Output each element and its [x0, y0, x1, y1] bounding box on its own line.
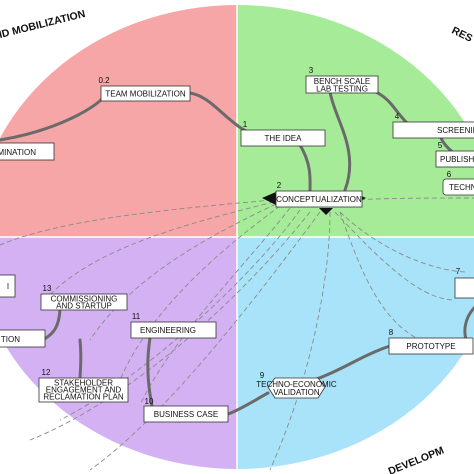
node-number: 12 — [42, 368, 51, 377]
node-team-mobilization[interactable]: TEAM MOBILIZATION 0.2 — [98, 76, 191, 102]
node-label-line1: BENCH SCALE — [314, 77, 370, 86]
node-label: I — [7, 282, 9, 291]
node-label-line3: RECLAMATION PLAN — [43, 393, 124, 402]
node-label: TION — [1, 335, 20, 344]
node-label: SCREENING — [437, 126, 474, 135]
node-label: PUBLISH — [440, 155, 474, 164]
node-business-case[interactable]: BUSINESS CASE 10 — [143, 397, 229, 423]
quadrant-top-left — [0, 5, 237, 237]
quadrant-bottom-left — [0, 237, 237, 469]
node-label-line1: COMMISSIONING — [51, 295, 118, 304]
node-determination[interactable]: MINATION — [0, 142, 55, 161]
node-number: 13 — [43, 284, 52, 293]
node-number: 4 — [395, 112, 400, 121]
node-7[interactable]: 7 — [454, 267, 474, 299]
node-techn[interactable]: TECHN 6 — [442, 170, 474, 196]
node-cutoff-left[interactable]: I — [0, 274, 16, 298]
node-label: PROTOTYPE — [406, 342, 455, 351]
quadrant-title-top-left: ID MOBILIZATION — [0, 8, 87, 41]
node-label: CONCEPTUALIZATION — [276, 195, 362, 204]
quadrant-title-top-right: RES — [450, 25, 474, 45]
node-number: 7 — [456, 267, 461, 276]
node-label: TEAM MOBILIZATION — [105, 90, 186, 99]
quadrant-title-bottom-right: DEVELOPM — [387, 444, 446, 474]
arrowhead-down-icon — [319, 208, 333, 215]
node-number: 6 — [447, 170, 452, 179]
node-bench-scale-lab-testing[interactable]: BENCH SCALE LAB TESTING 3 — [305, 66, 379, 94]
feedback-lines — [0, 197, 474, 471]
node-label-line2: ENGAGEMENT AND — [46, 386, 122, 395]
node-label: BUSINESS CASE — [154, 410, 218, 419]
node-screening[interactable]: SCREENING 4 — [392, 112, 474, 139]
quadrant-bottom-right — [237, 237, 474, 469]
node-number: 11 — [132, 312, 141, 321]
node-label-line1: TECHNO-ECONOMIC — [256, 380, 337, 389]
arrowhead-left-icon — [262, 192, 276, 205]
node-number: 5 — [438, 141, 443, 150]
node-publish[interactable]: PUBLISH 5 — [435, 141, 474, 168]
node-label: ENGINEERING — [140, 326, 196, 335]
node-number: 1 — [243, 120, 248, 129]
node-number: 9 — [260, 371, 265, 380]
node-number: 2 — [277, 181, 282, 190]
node-number: 0.2 — [98, 76, 110, 85]
node-the-idea[interactable]: THE IDEA 1 — [240, 120, 326, 147]
node-commissioning-and-startup[interactable]: COMMISSIONING AND STARTUP 13 — [40, 284, 128, 311]
node-label: TECHN — [449, 183, 474, 192]
node-stakeholder-engagement[interactable]: STAKEHOLDER ENGAGEMENT AND RECLAMATION P… — [38, 368, 129, 403]
node-label-line1: STAKEHOLDER — [54, 379, 113, 388]
node-label: MINATION — [0, 148, 36, 157]
node-number: 10 — [145, 397, 154, 406]
node-number: 3 — [309, 66, 314, 75]
node-number: 8 — [389, 328, 394, 337]
node-label-line2: AND STARTUP — [56, 302, 112, 311]
node-operation[interactable]: TION — [0, 329, 46, 348]
node-engineering[interactable]: ENGINEERING 11 — [130, 312, 217, 339]
node-label: THE IDEA — [265, 134, 303, 143]
node-label-line2: LAB TESTING — [316, 85, 368, 94]
node-prototype[interactable]: PROTOTYPE 8 — [388, 328, 474, 355]
node-techno-economic-validation[interactable]: TECHNO-ECONOMIC VALIDATION 9 — [256, 371, 337, 399]
node-conceptualization[interactable]: CONCEPTUALIZATION 2 — [275, 181, 363, 208]
node-label-line2: VALIDATION — [273, 388, 320, 397]
